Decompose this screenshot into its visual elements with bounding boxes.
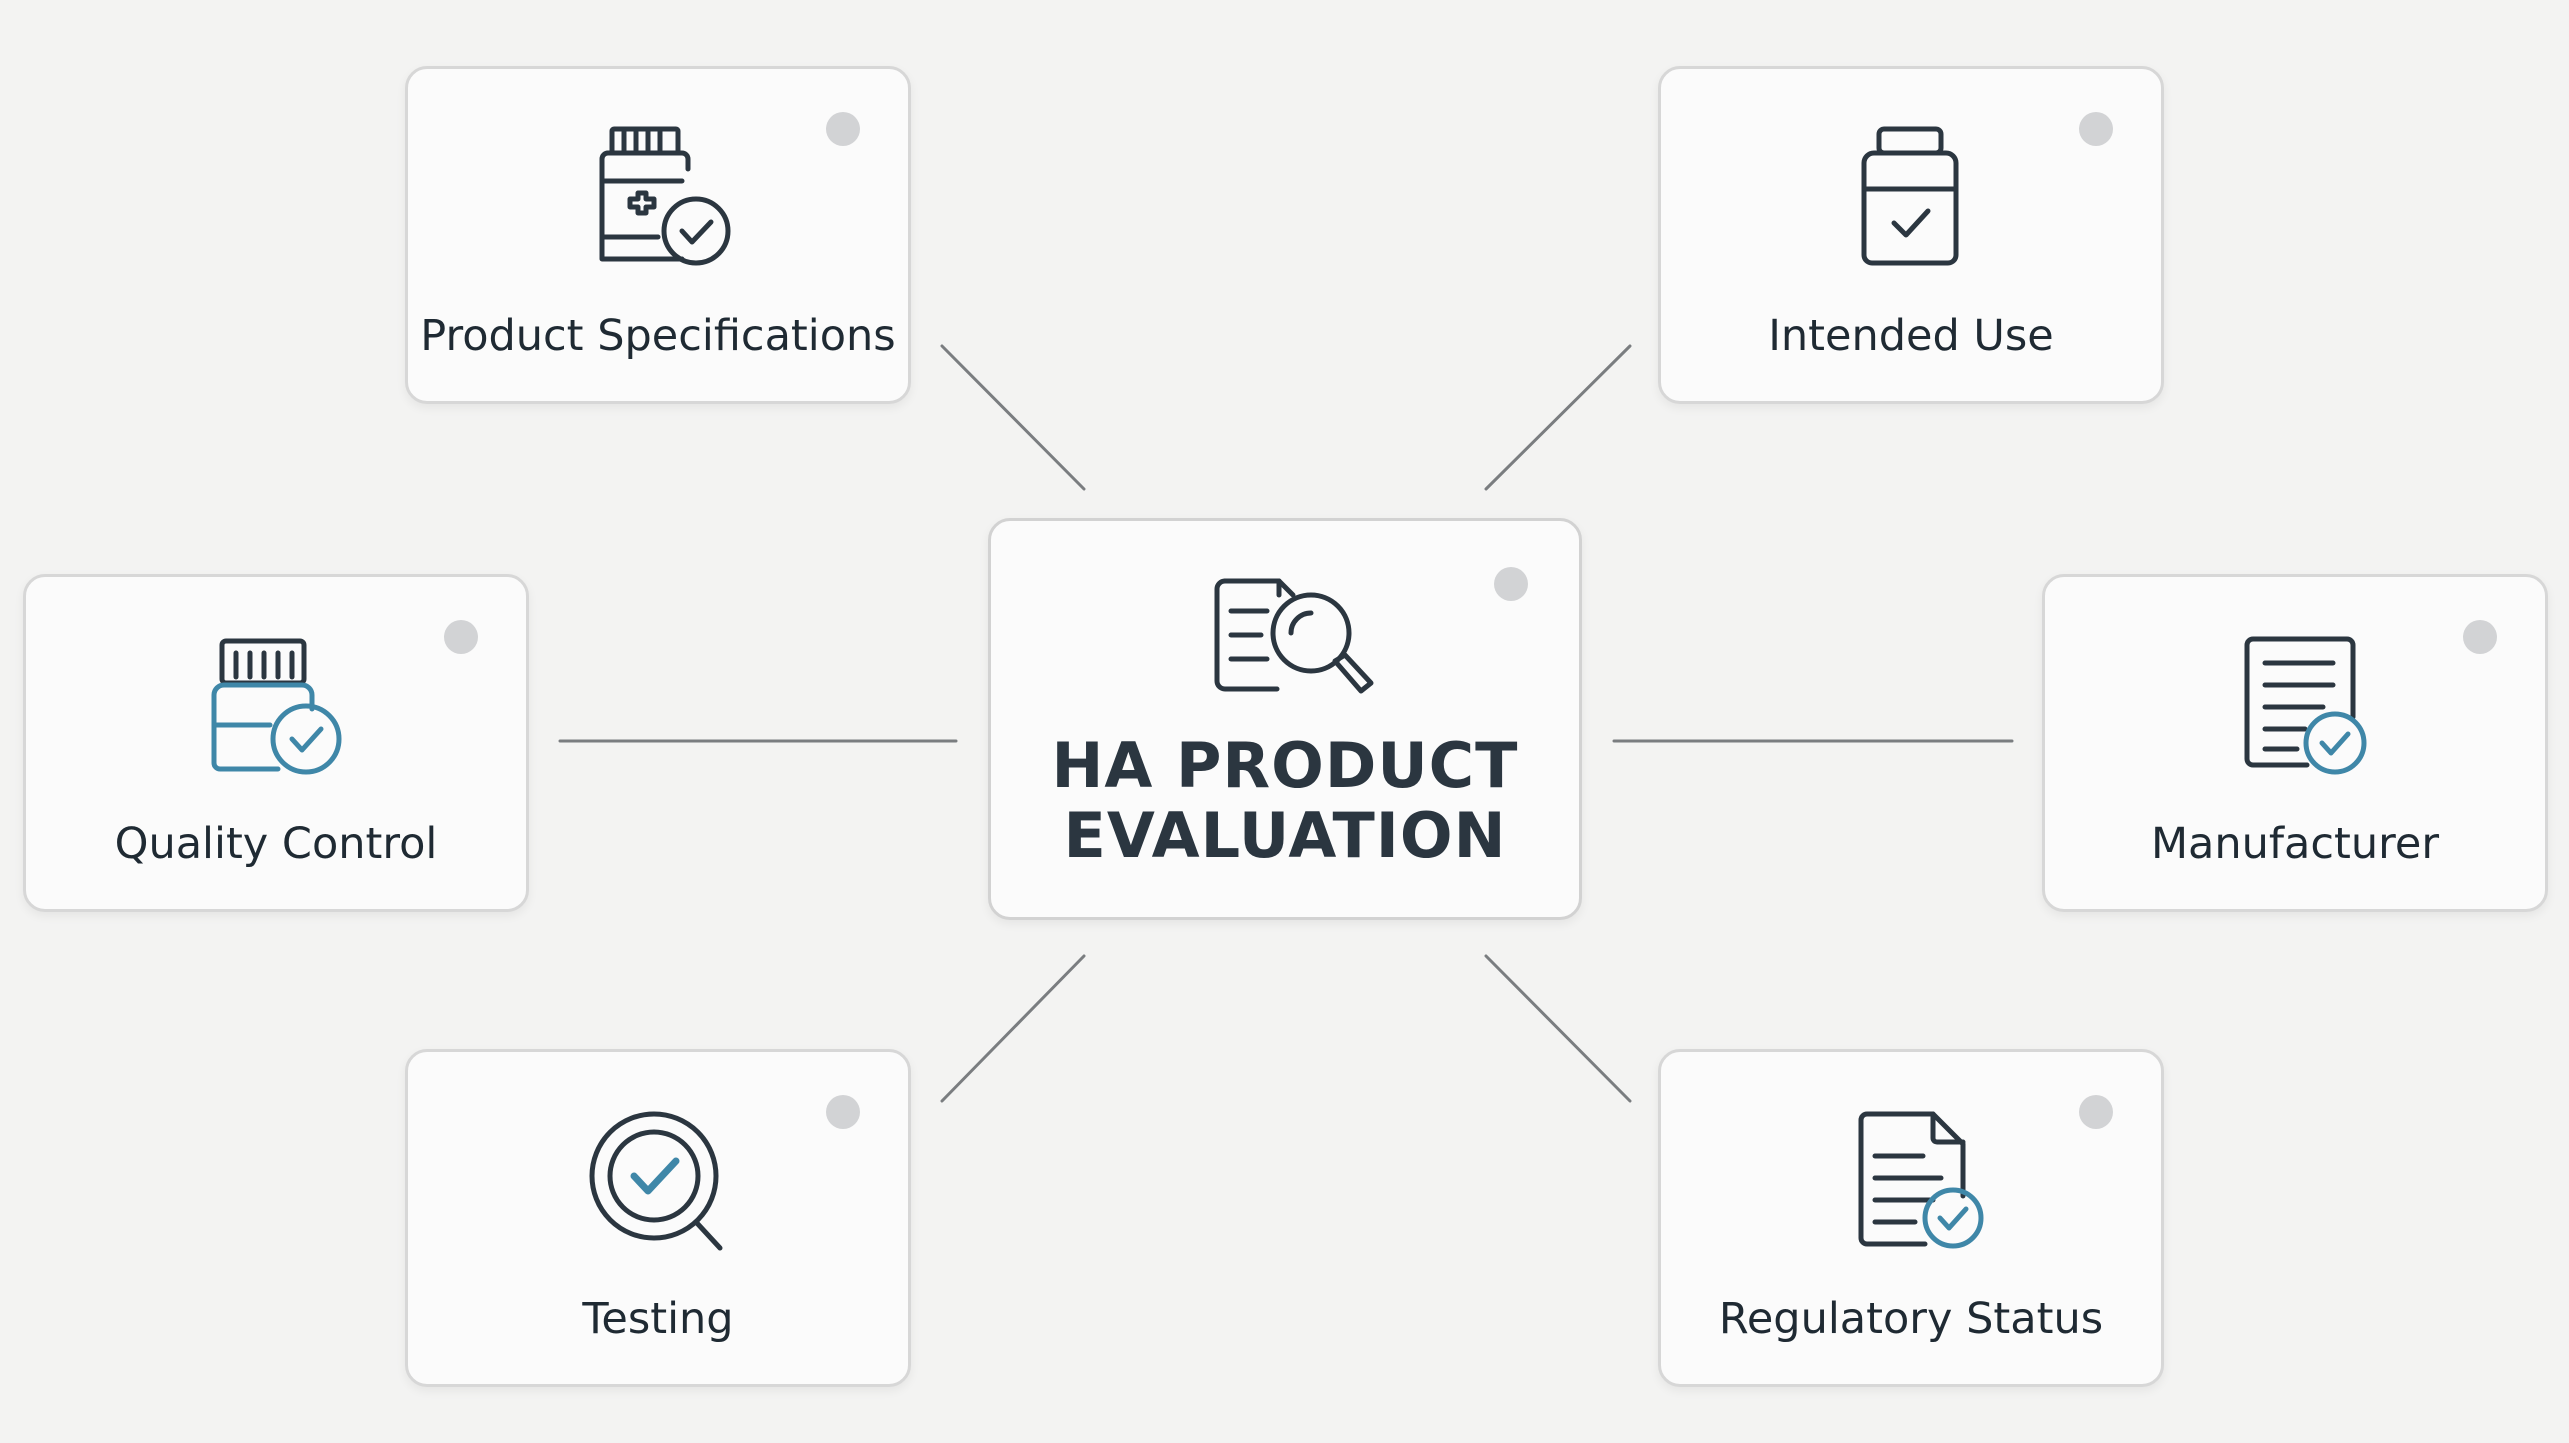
status-dot [826,112,860,146]
node-label: Testing [582,1294,734,1344]
node-card-manufacturer[interactable]: Manufacturer [2042,574,2548,912]
medicine-bottle-check-icon [599,126,731,266]
connector-regulatory-status [1484,954,1632,1103]
node-label: Regulatory Status [1718,1294,2104,1344]
node-card-testing[interactable]: Testing [405,1049,911,1387]
status-dot [2463,620,2497,654]
magnifier-check-icon [589,1111,723,1251]
status-dot [444,620,478,654]
node-label: Manufacturer [2150,819,2440,869]
center-card[interactable]: HA PRODUCT EVALUATION [988,518,1582,920]
connector-intended-use [1484,344,1632,491]
node-label: Quality Control [114,819,438,869]
status-dot [2079,1095,2113,1129]
status-dot [2079,112,2113,146]
node-card-quality-control[interactable]: Quality Control [23,574,529,912]
connector-product-specifications [940,344,1086,491]
container-check-icon [211,638,342,775]
status-dot [826,1095,860,1129]
connector-testing [940,954,1086,1103]
center-title-line-1: HA PRODUCT [1051,729,1519,802]
document-check-icon [2244,636,2367,775]
node-card-regulatory-status[interactable]: Regulatory Status [1658,1049,2164,1387]
center-title-line-2: EVALUATION [1063,799,1507,872]
node-card-intended-use[interactable]: Intended Use [1658,66,2164,404]
status-dot [1494,567,1528,601]
node-card-product-specifications[interactable]: Product Specifications [405,66,911,404]
file-check-icon [1858,1111,1984,1249]
node-label: Product Specifications [420,311,896,361]
jar-check-icon [1861,126,1959,266]
center-title: HA PRODUCT EVALUATION [991,731,1579,871]
document-search-icon [1214,578,1374,694]
node-label: Intended Use [1768,311,2054,361]
